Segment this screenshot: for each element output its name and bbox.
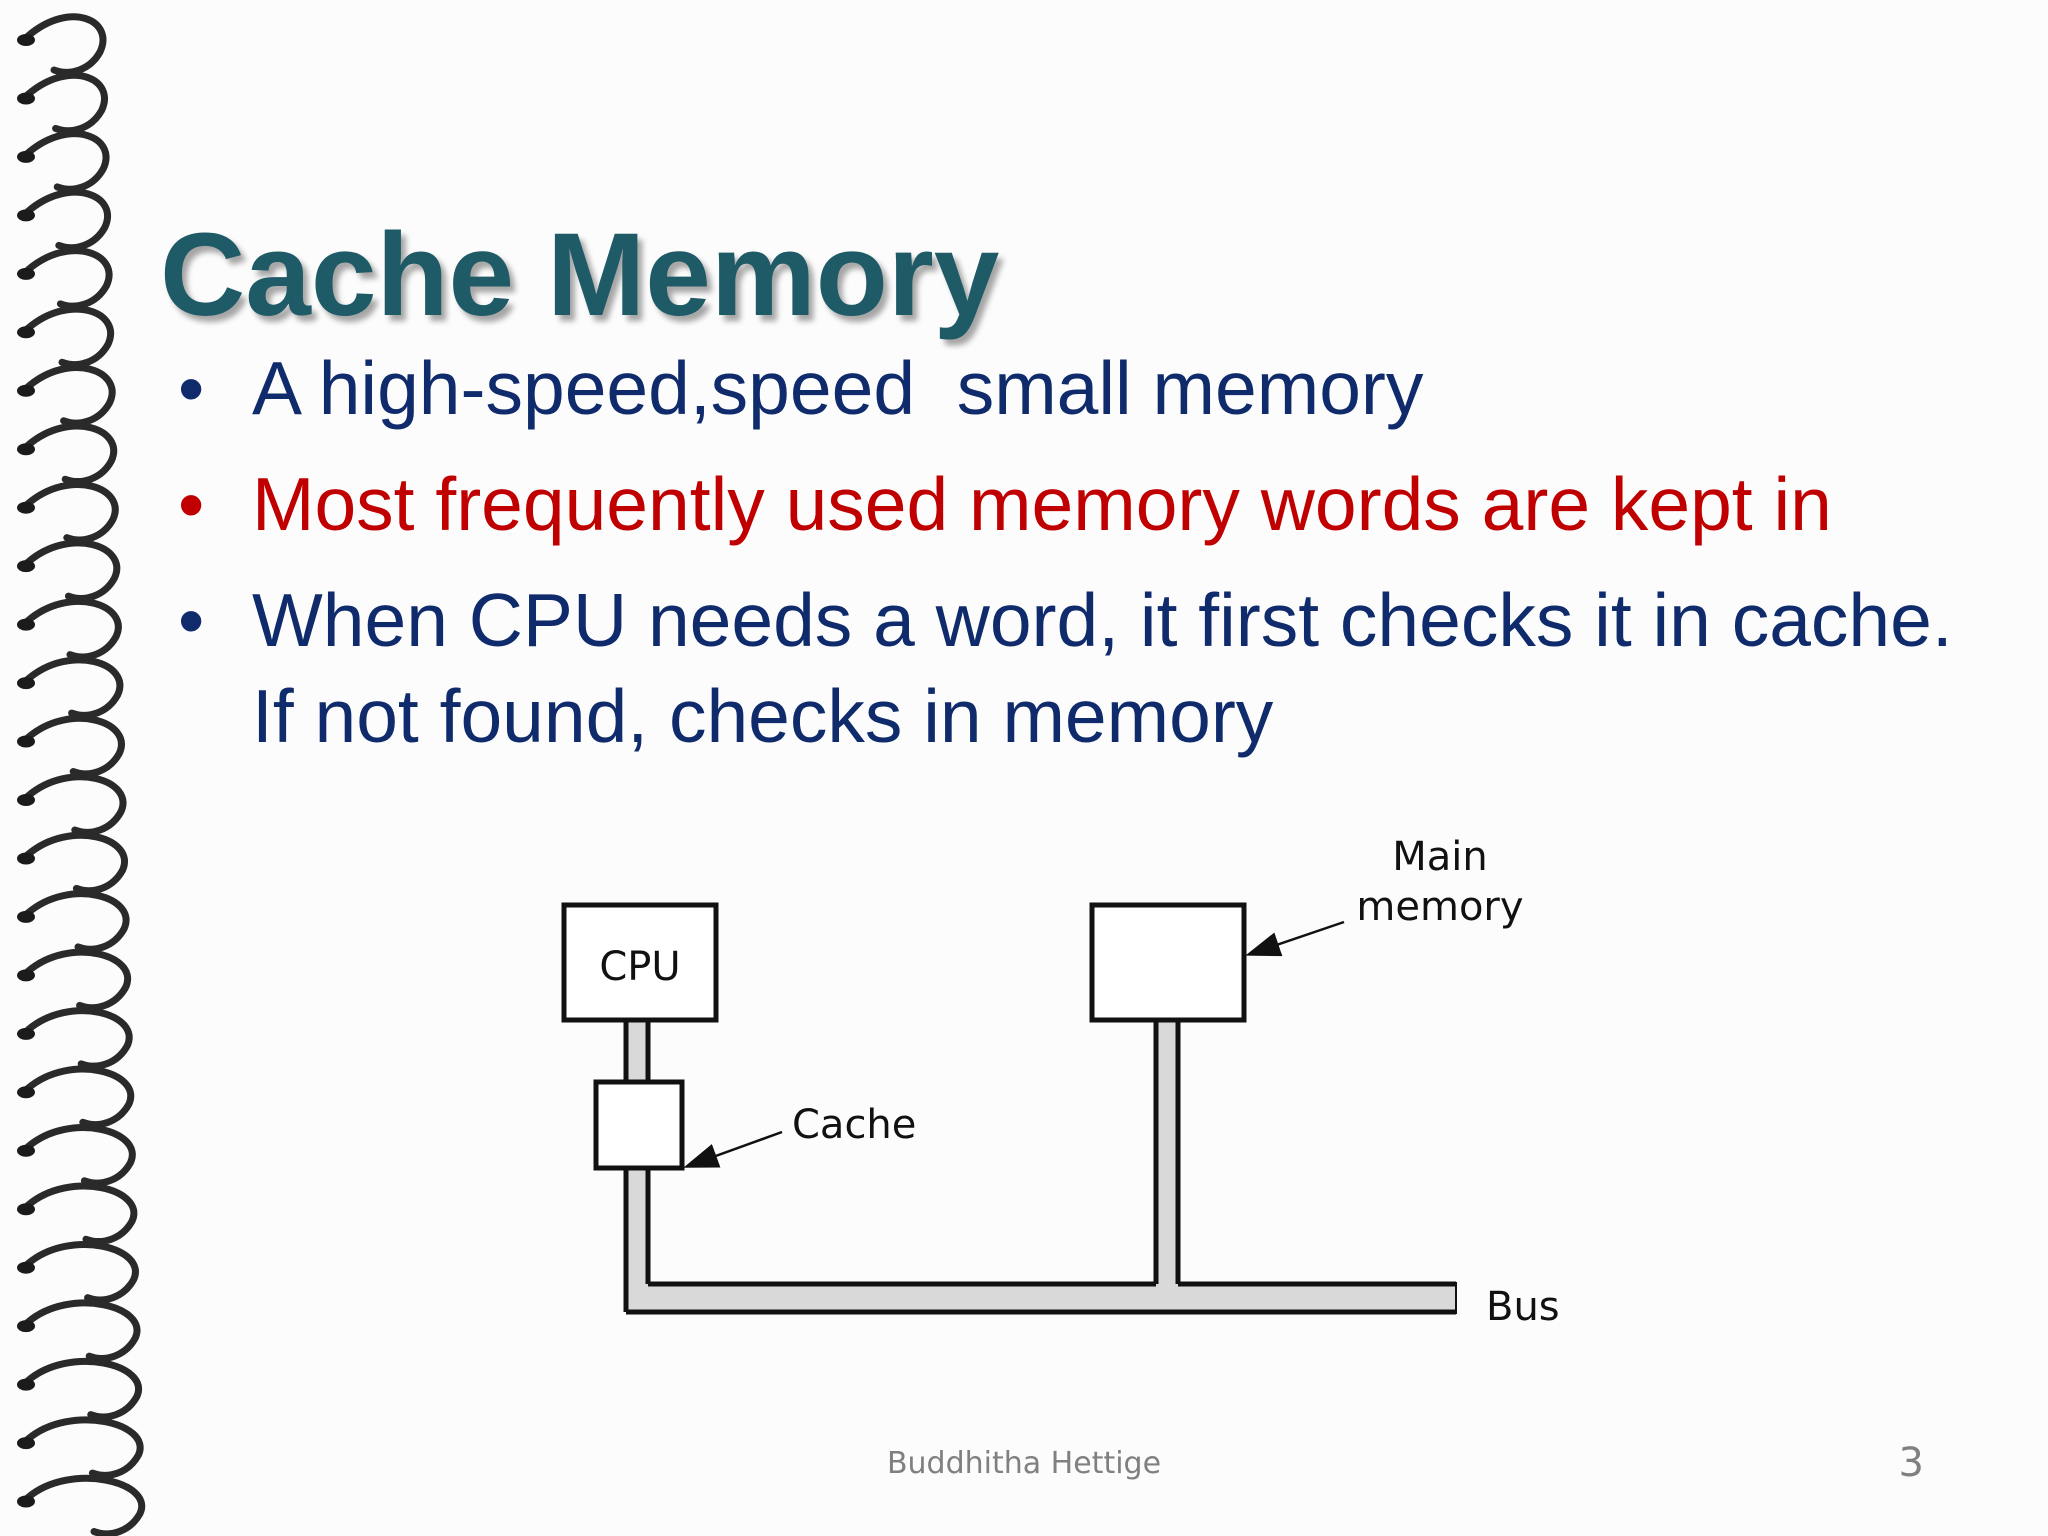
bullet-item-2: • Most frequently used memory words are … [172,456,1992,552]
spiral-ring [24,188,111,252]
spiral-ring [24,714,125,778]
main-memory-box [1089,902,1247,1023]
bullet-item-1: • A high-speed,speed small memory [172,340,1992,436]
binding-hole [17,209,35,222]
bullet-item-3: • When CPU needs a word, it first checks… [172,572,1992,764]
page-number: 3 [1898,1440,1924,1486]
spiral-ring [24,1007,133,1070]
spiral-ring [24,422,117,485]
bus-line [626,1281,1457,1315]
spiral-ring [24,1299,141,1362]
binding-hole [17,150,35,163]
binding-hole [17,501,35,514]
cache-box [593,1079,685,1171]
cache-architecture-diagram: CPU Cache Main memory Bus [561,834,1560,1330]
spiral-ring [24,831,128,895]
bus-label: Bus [1486,1284,1560,1330]
cache-bus-connector [623,1168,651,1312]
spiral-ring [24,481,119,544]
spiral-ring [24,1474,146,1536]
binding-hole [17,1261,35,1274]
binding-hole [17,794,35,806]
bullet-text: A high-speed,speed small memory [252,346,1424,430]
bullet-dot-icon: • [178,462,205,546]
spiral-ring [24,597,122,661]
cpu-cache-connector [623,1020,651,1080]
bullet-text: When CPU needs a word, it first checks i… [252,578,1953,758]
binding-hole [17,1086,35,1099]
binding-hole [17,1203,35,1216]
spiral-ring [24,948,132,1012]
spiral-ring [24,656,124,719]
bullet-dot-icon: • [178,346,205,430]
binding-hole [17,1378,35,1391]
spiral-binding-decoration [17,13,146,1536]
spiral-ring [24,1182,138,1245]
bullet-dot-icon: • [178,578,205,662]
spiral-ring [24,130,110,193]
spiral-ring [24,305,114,369]
binding-hole [17,1437,35,1450]
spiral-ring [24,1124,136,1187]
binding-hole [17,1495,35,1508]
binding-hole [17,92,35,105]
cache-label: Cache [792,1102,916,1148]
spiral-ring [24,1416,144,1479]
binding-hole [17,618,35,631]
spiral-ring [24,71,108,135]
spiral-ring [24,539,121,602]
binding-hole [17,969,35,982]
spiral-ring [24,773,127,836]
spiral-ring [24,13,107,76]
binding-hole [17,443,35,456]
binding-hole [17,910,35,923]
cpu-label: CPU [599,944,680,990]
main-memory-label-line1: Main [1392,834,1488,880]
binding-hole [17,677,35,690]
binding-hole [17,735,35,748]
footer-author: Buddhitha Hettige [886,1446,1162,1481]
binding-hole [17,560,35,573]
binding-hole [17,34,35,46]
spiral-ring [24,364,116,427]
binding-hole [17,1144,35,1157]
memory-bus-connector [1153,1020,1181,1286]
binding-hole [17,326,35,339]
binding-hole [17,384,35,397]
main-memory-label-line2: memory [1356,884,1523,930]
spiral-ring [24,1065,135,1129]
spiral-ring [24,1357,143,1421]
spiral-ring [24,890,130,953]
cache-arrow-icon [683,1130,783,1168]
binding-hole [17,1027,35,1040]
bullet-list: • A high-speed,speed small memory • Most… [172,340,1992,784]
slide-title: Cache Memory [160,209,1000,342]
binding-hole [17,1320,35,1333]
spiral-ring [24,1241,139,1304]
bullet-text: Most frequently used memory words are ke… [252,462,1832,546]
spiral-ring [24,247,113,310]
cpu-box [561,902,719,1023]
binding-hole [17,267,35,280]
binding-hole [17,852,35,865]
main-memory-arrow-icon [1245,920,1345,957]
